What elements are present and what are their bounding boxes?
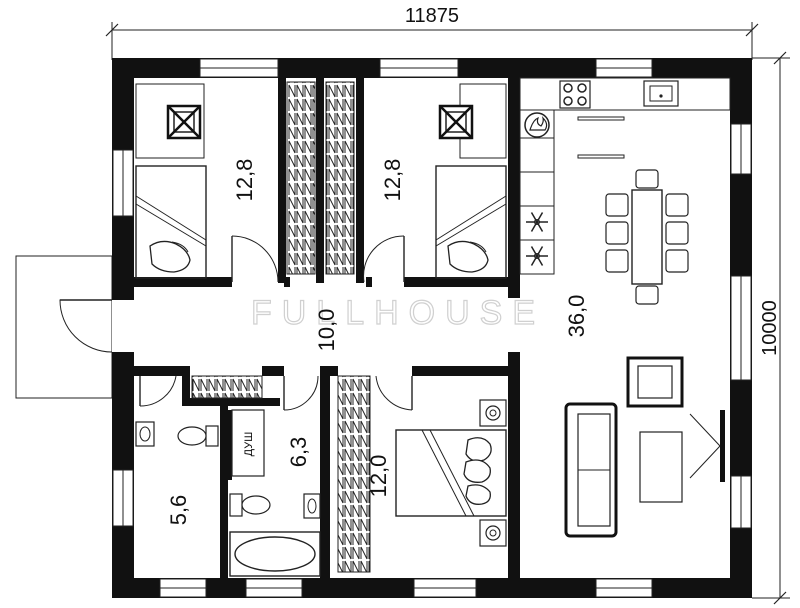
dimension-width-label: 11875 [405,5,459,27]
windows-left [112,149,134,527]
master-bedroom-furniture [395,399,507,547]
armchair-icon [626,356,684,408]
room-area-living-kitchen: 36,0 [564,295,589,338]
bedroom-right-furniture [435,83,507,279]
kitchen-shelf-lower [577,154,625,159]
closets [191,81,371,573]
windows-top [199,58,653,78]
entrance-porch [15,255,113,399]
bathroom-fixtures [135,421,219,447]
kitchen-shelf-upper [577,116,625,121]
dimension-height-label: 10000 [759,300,781,356]
dimension-top: 11875 [105,5,759,60]
watermark: FULLHOUSE [251,294,545,332]
interior-walls [134,78,520,578]
coffee-table [639,431,683,503]
room-area-bedroom-left: 12,8 [232,159,257,202]
bed-right [435,165,507,279]
windows-bottom [159,578,653,598]
double-bed [395,429,507,517]
bathtub-icon [229,531,321,577]
room-area-shower-room: 6,3 [286,437,311,468]
closet-bedroom-left [286,81,316,275]
entrance-door-opening [112,300,134,352]
pillow-right-icon [447,240,489,273]
room-area-master-bedroom: 12,0 [366,455,391,498]
bed-left [135,165,207,279]
dining-chairs [605,169,689,305]
kitchen [519,77,731,275]
nightstand-bottom-icon [479,519,507,547]
shower-label: ДУШ [243,432,255,457]
room-area-bedroom-right: 12,8 [380,159,405,202]
pillow-left-icon [149,240,191,273]
room-labels: 12,8 12,8 10,0 36,0 5,6 6,3 12,0 [166,159,589,526]
doors [139,235,413,411]
pillows-icon [463,437,492,505]
sofa-icon [564,402,618,538]
closet-master [337,375,371,573]
kitchen-counter-top [519,77,731,111]
dining-table [631,189,663,285]
shower-room-fixtures: ДУШ [229,409,321,577]
windows-right [730,123,752,529]
kitchen-counter-side [519,109,555,275]
nightstand-top-icon [479,399,507,427]
bathroom-sink-icon [135,421,155,447]
toilet-icon [177,425,219,447]
desk-left [135,83,205,159]
oven-icon [524,112,550,138]
shower-sink-icon [303,493,321,519]
tv-icon [689,410,725,482]
shower-cabin [231,409,265,477]
dimension-right: 10000 [752,51,790,605]
bedroom-left-furniture [135,83,207,279]
stove-icon [559,80,591,109]
room-area-bathroom: 5,6 [166,495,191,526]
dining-set [605,169,689,305]
fridge-icon [526,212,548,266]
kitchen-sink-icon [643,80,679,107]
living-area [564,356,725,538]
shower-toilet-icon [229,493,271,517]
closet-bedroom-right [325,81,355,275]
room-area-hall: 10,0 [314,309,339,352]
closet-hall [191,375,263,399]
